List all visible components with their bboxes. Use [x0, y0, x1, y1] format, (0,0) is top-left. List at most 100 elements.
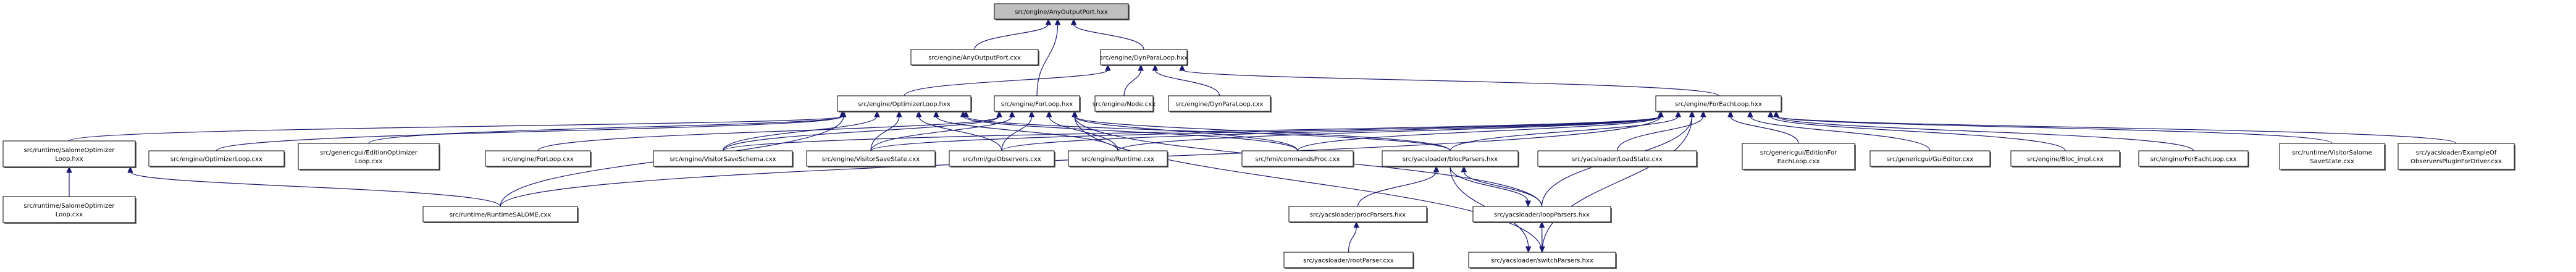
node-label: Loop.hxx [55, 156, 83, 163]
edge-line [1450, 166, 1529, 202]
node-src-yacsloader-blocparsers-hxx[interactable]: src/yacsloader/blocParsers.hxx [1382, 150, 1519, 168]
node-src-runtime-runtimesalome-cxx[interactable]: src/runtime/RuntimeSALOME.cxx [422, 206, 579, 223]
node-src-engine-dynparaloop-cxx[interactable]: src/engine/DynParaLoop.cxx [1168, 95, 1272, 113]
edge-line [1542, 116, 1693, 253]
node-src-engine-optimizerloop-cxx[interactable]: src/engine/OptimizerLoop.cxx [148, 150, 285, 168]
edge-n4-to-n0 [1036, 18, 1061, 96]
node-src-hmi-commandsproc-cxx[interactable]: src/hmi/commandsProc.cxx [1241, 150, 1354, 168]
edge-line [1036, 23, 1059, 96]
edge-line [1730, 116, 1799, 144]
node-box [806, 150, 936, 167]
edge-n14-to-n4 [1001, 110, 1035, 151]
node-box [1472, 206, 1611, 223]
arrowhead-icon [1727, 110, 1734, 117]
nodes-layer: src/engine/AnyOutputPort.hxx src/engine/A… [2, 3, 2515, 269]
node-src-engine-node-cxx[interactable]: src/engine/Node.cxx [1093, 95, 1156, 113]
edge-n29-to-n27 [1348, 221, 1360, 253]
arrowhead-icon [1353, 221, 1360, 228]
node-src-engine-visitorsaveschema-cxx[interactable]: src/engine/VisitorSaveSchema.cxx [653, 150, 794, 168]
arrowhead-icon [127, 166, 133, 173]
node-box [2010, 150, 2120, 167]
node-src-engine-visitorsavestate-cxx[interactable]: src/engine/VisitorSaveState.cxx [806, 150, 936, 168]
node-label: src/genericgui/GuiEditor.cxx [1887, 156, 1973, 163]
node-label: src/genericgui/EditionFor [1760, 150, 1837, 156]
node-src-yacsloader-procparsers-hxx[interactable]: src/yacsloader/procParsers.hxx [1288, 206, 1428, 223]
node-label: src/engine/DynParaLoop.hxx [1100, 55, 1188, 62]
node-src-yacsloader-rootparser-cxx[interactable]: src/yacsloader/rootParser.cxx [1283, 252, 1414, 269]
node-src-engine-dynparaloop-hxx[interactable]: src/engine/DynParaLoop.hxx [1100, 49, 1188, 66]
node-src-engine-runtime-cxx[interactable]: src/engine/Runtime.cxx [1068, 150, 1168, 168]
node-box [148, 150, 285, 167]
node-box [2398, 143, 2515, 170]
node-src-engine-bloc-impl-cxx[interactable]: src/engine/Bloc_impl.cxx [2010, 150, 2121, 168]
arrowhead-icon [896, 110, 902, 117]
edge-line [722, 116, 1661, 151]
node-box [422, 206, 578, 223]
node-label: src/engine/AnyOutputPort.hxx [1015, 9, 1108, 16]
node-box [2279, 143, 2385, 170]
arrowhead-icon [1773, 110, 1779, 117]
node-label: src/yacsloader/LoadState.cxx [1572, 156, 1663, 163]
node-src-engine-forloop-cxx[interactable]: src/engine/ForLoop.cxx [485, 150, 592, 168]
node-label: src/engine/ForLoop.cxx [502, 156, 574, 163]
node-label: src/runtime/SalomeOptimizer [24, 147, 115, 154]
edge-line [1154, 69, 1220, 96]
node-label: src/engine/Node.cxx [1093, 101, 1156, 108]
edge-line [1117, 116, 1661, 151]
node-src-engine-foreachloop-cxx[interactable]: src/engine/ForEachLoop.cxx [2138, 150, 2249, 168]
node-label: SaveState.cxx [2310, 158, 2354, 165]
edge-n13-to-n3 [870, 110, 902, 151]
edge-n25-to-n8 [66, 166, 72, 197]
edge-line [1776, 116, 2194, 151]
edge-line [1750, 116, 1931, 151]
arrowhead-icon [1009, 110, 1015, 117]
node-box [1869, 150, 1991, 167]
arrowhead-icon [1028, 110, 1035, 117]
node-label: src/engine/ForLoop.hxx [1001, 101, 1073, 108]
edge-n19-to-n7 [1727, 110, 1799, 144]
edge-line [1776, 116, 2457, 144]
edge-line [1123, 69, 1141, 96]
arrowhead-icon [1054, 18, 1061, 25]
node-box [1068, 150, 1168, 167]
node-box [2, 140, 136, 168]
node-src-engine-anyoutputport-cxx[interactable]: src/engine/AnyOutputPort.cxx [910, 49, 1039, 66]
arrowhead-icon [933, 110, 939, 117]
edge-n6-to-n2 [1152, 64, 1220, 96]
node-box [1655, 95, 1782, 112]
edge-n13-to-n4 [870, 110, 1015, 151]
edge-line [722, 116, 878, 151]
node-label: src/yacsloader/loopParsers.hxx [1494, 212, 1590, 219]
arrowhead-icon [1433, 165, 1440, 172]
node-src-engine-forloop-hxx[interactable]: src/engine/ForLoop.hxx [994, 95, 1081, 113]
arrowhead-icon [1767, 110, 1774, 117]
node-src-engine-foreachloop-hxx[interactable]: src/engine/ForEachLoop.hxx [1655, 95, 1782, 113]
node-box [653, 150, 793, 167]
edge-line [1001, 116, 1661, 151]
node-src-yacsloader-loopparsers-hxx[interactable]: src/yacsloader/loopParsers.hxx [1472, 206, 1612, 223]
node-src-yacsloader-switchparsers-hxx[interactable]: src/yacsloader/switchParsers.hxx [1468, 252, 1617, 269]
edge-line [1074, 116, 1543, 253]
node-box [1168, 95, 1271, 112]
node-src-yacsloader-exampleofobserverspluginfordriver-cxx[interactable]: src/yacsloader/ExampleOfObserversPluginF… [2398, 143, 2515, 171]
node-box [298, 143, 440, 170]
edge-n28-to-n30 [1539, 221, 1545, 253]
edge-line [1463, 171, 1543, 207]
edge-n28-to-n17 [1461, 165, 1543, 207]
node-label: ObserversPluginForDriver.cxx [2410, 158, 2502, 165]
arrowhead-icon [1525, 200, 1531, 208]
node-label: src/yacsloader/switchParsers.hxx [1491, 258, 1593, 265]
node-src-genericgui-guieditor-cxx[interactable]: src/genericgui/GuiEditor.cxx [1869, 150, 1991, 168]
edge-line [1450, 116, 1679, 151]
node-box [994, 95, 1080, 112]
node-src-hmi-guiobservers-cxx[interactable]: src/hmi/guiObservers.cxx [949, 150, 1055, 168]
node-label: Loop.cxx [355, 158, 383, 165]
node-src-yacsloader-loadstate-cxx[interactable]: src/yacsloader/LoadState.cxx [1537, 150, 1698, 168]
edge-n8-to-n3 [69, 110, 845, 142]
node-src-engine-optimizerloop-hxx[interactable]: src/engine/OptimizerLoop.hxx [837, 95, 972, 113]
